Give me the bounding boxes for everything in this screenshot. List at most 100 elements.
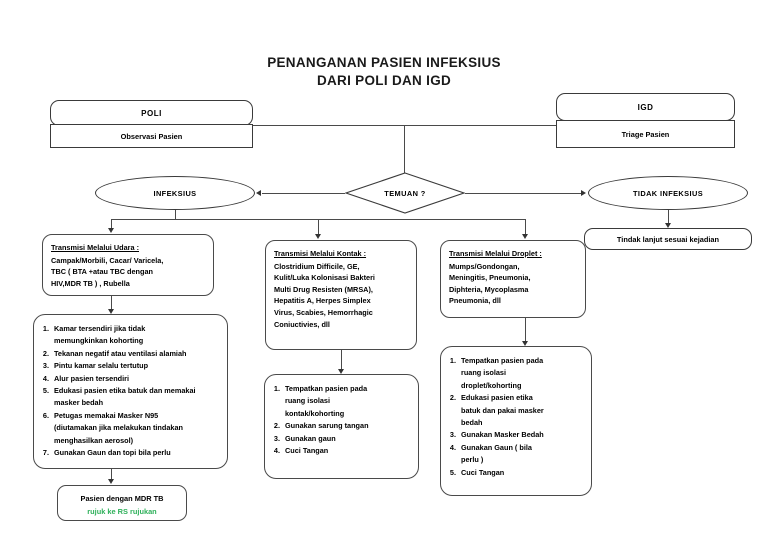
mdr-referral-label: rujuk ke RS rujukan [87,507,157,516]
arrow-udara-to-list [107,309,114,314]
tindakan-udara-item-text: Pintu kamar selalu tertutup [54,360,221,372]
igd-sub-label: Triage Pasien [621,129,670,139]
connector-drop-droplet [525,219,526,236]
transmisi-kontak-head: Transmisi Melalui Kontak : [274,249,367,258]
tindakan-udara-item-line: Gunakan Gaun dan topi bila perlu [54,448,171,458]
transmisi-droplet-line: Pneumonia, dll [449,296,501,306]
transmisi-kontak-line: Multi Drug Resisten (MRSA), [274,284,373,294]
mdr-tb-box[interactable]: Pasien dengan MDR TB rujuk ke RS rujukan [57,485,187,521]
tindakan-udara-item-text: Kamar tersendiri jika tidak memungkinkan … [54,323,221,348]
tindakan-udara-item-text: Tekanan negatif atau ventilasi alamiah [54,348,221,360]
tindakan-udara-item-line: Tekanan negatif atau ventilasi alamiah [54,348,187,358]
tindakan-udara-item-line: (diutamakan jika melakukan tindakan [54,423,183,433]
temuan-label: TEMUAN ? [384,188,426,198]
tindakan-droplet-item-number: 3. [449,430,456,440]
tindakan-kontak-item-number: 4. [273,446,280,456]
tindakan-udara-item-number: 1. [42,324,49,333]
igd-sub-box[interactable]: Triage Pasien [556,120,735,148]
tindakan-udara-item-text: Gunakan Gaun dan topi bila perlu [54,447,221,459]
tindakan-udara-item: 4. Alur pasien tersendiri [38,373,221,385]
tindakan-droplet-item-line: Cuci Tangan [461,467,505,477]
connector-droplet-to-list [525,318,526,343]
tindak-lanjut-box[interactable]: Tindak lanjut sesuai kejadian [584,228,752,250]
transmisi-udara-box[interactable]: Transmisi Melalui Udara : Campak/Morbili… [42,234,214,296]
arrow-to-tidak-infeksius [581,189,586,196]
title-line-2: DARI POLI DAN IGD [316,73,452,88]
tindakan-droplet-item-line: droplet/kohorting [461,380,522,390]
poli-header-box[interactable]: POLI [50,100,253,126]
tindakan-kontak-item-line: Tempatkan pasien pada [285,384,368,393]
transmisi-kontak-box[interactable]: Transmisi Melalui Kontak : Clostridium D… [265,240,417,350]
transmisi-droplet-head: Transmisi Melalui Droplet : [449,249,542,258]
transmisi-kontak-line: Kulit/Luka Kolonisasi Bakteri [274,273,375,283]
tindakan-droplet-item-text: Cuci Tangan [461,467,585,479]
arrow-to-infeksius [256,189,261,196]
tindakan-udara-item-line: menghasilkan aerosol) [54,435,134,445]
tindakan-kontak-item-number: 3. [273,433,280,443]
tindakan-kontak-item-line: Gunakan gaun [285,433,336,443]
infeksius-label: INFEKSIUS [153,188,197,198]
tindakan-udara-item-number: 3. [42,361,49,371]
arrow-to-kontak-box [314,234,321,239]
tindakan-kontak-item: 2.Gunakan sarung tangan [269,420,412,432]
arrow-droplet-to-list [521,341,528,346]
transmisi-droplet-line: Mumps/Gondongan, [449,261,520,271]
infeksius-node[interactable]: INFEKSIUS [95,176,255,210]
poli-sub-label: Observasi Pasien [120,131,183,141]
transmisi-droplet-box[interactable]: Transmisi Melalui Droplet : Mumps/Gondon… [440,240,586,318]
tindakan-droplet-item: 5.Cuci Tangan [445,467,585,479]
tindakan-droplet-item-number: 1. [449,356,456,365]
tindakan-udara-item-number: 4. [42,373,49,383]
tindakan-udara-item-text: Alur pasien tersendiri [54,373,221,385]
tindakan-kontak-item-number: 1. [273,384,280,393]
tindakan-udara-item-line: memungkinkan kohorting [54,336,144,346]
tindakan-droplet-item-number: 4. [449,442,456,452]
tindakan-udara-item: 6. Petugas memakai Masker N95(diutamakan … [38,410,221,447]
igd-header-box[interactable]: IGD [556,93,735,121]
tindakan-udara-item-text: Petugas memakai Masker N95(diutamakan ji… [54,410,221,447]
tindakan-udara-item: 5.Edukasi pasien etika batuk dan memakai… [38,385,221,410]
tindakan-kontak-item-line: Cuci Tangan [285,446,329,456]
title-line-1: PENANGANAN PASIEN INFEKSIUS [267,55,501,70]
connector-temuan-tidak-infeksius [465,193,582,195]
connector-udara-to-mdr [111,469,112,481]
tindakan-udara-item-number: 6. [42,410,49,420]
tidak-infeksius-node[interactable]: TIDAK INFEKSIUS [588,176,748,210]
tindakan-droplet-item-line: Gunakan Masker Bedah [461,430,544,440]
transmisi-udara-line: TBC ( BTA +atau TBC dengan [51,267,153,277]
tindakan-droplet-item-number: 2. [449,393,456,403]
tindakan-udara-item: 2. Tekanan negatif atau ventilasi alamiah [38,348,221,360]
tindakan-kontak-item-line: kontak/kohorting [285,408,345,418]
connector-drop-udara [111,219,112,230]
tindakan-udara-item: 3. Pintu kamar selalu tertutup [38,360,221,372]
tindakan-udara-item-number: 2. [42,348,49,358]
tindakan-droplet-item-line: batuk dan pakai masker [461,405,544,415]
poli-sub-box[interactable]: Observasi Pasien [50,124,253,148]
tindakan-droplet-item-text: Gunakan Masker Bedah [461,429,585,441]
tindakan-kontak-item: 3. Gunakan gaun [269,433,412,445]
transmisi-udara-line: HIV,MDR TB ) , Rubella [51,278,130,288]
connector-temuan-infeksius [262,193,345,195]
tindakan-udara-item-line: masker bedah [54,398,104,408]
tindakan-udara-item-line: Kamar tersendiri jika tidak [54,324,146,333]
arrow-to-mdr-box [107,479,114,484]
transmisi-udara-line: Campak/Morbili, Cacar/ Varicela, [51,255,164,265]
tindakan-udara-list[interactable]: 1. Kamar tersendiri jika tidak memungkinka… [33,314,228,469]
temuan-decision[interactable]: TEMUAN ? [345,172,465,214]
arrow-kontak-to-list [337,369,344,374]
tindakan-kontak-item-text: Gunakan sarung tangan [285,420,412,432]
tindakan-udara-item-number: 7. [42,448,49,458]
transmisi-droplet-line: Diphteria, Mycoplasma [449,284,529,294]
tidak-infeksius-label: TIDAK INFEKSIUS [632,188,704,198]
tindakan-udara-item: 7. Gunakan Gaun dan topi bila perlu [38,447,221,459]
tindakan-kontak-item-text: Gunakan gaun [285,433,412,445]
